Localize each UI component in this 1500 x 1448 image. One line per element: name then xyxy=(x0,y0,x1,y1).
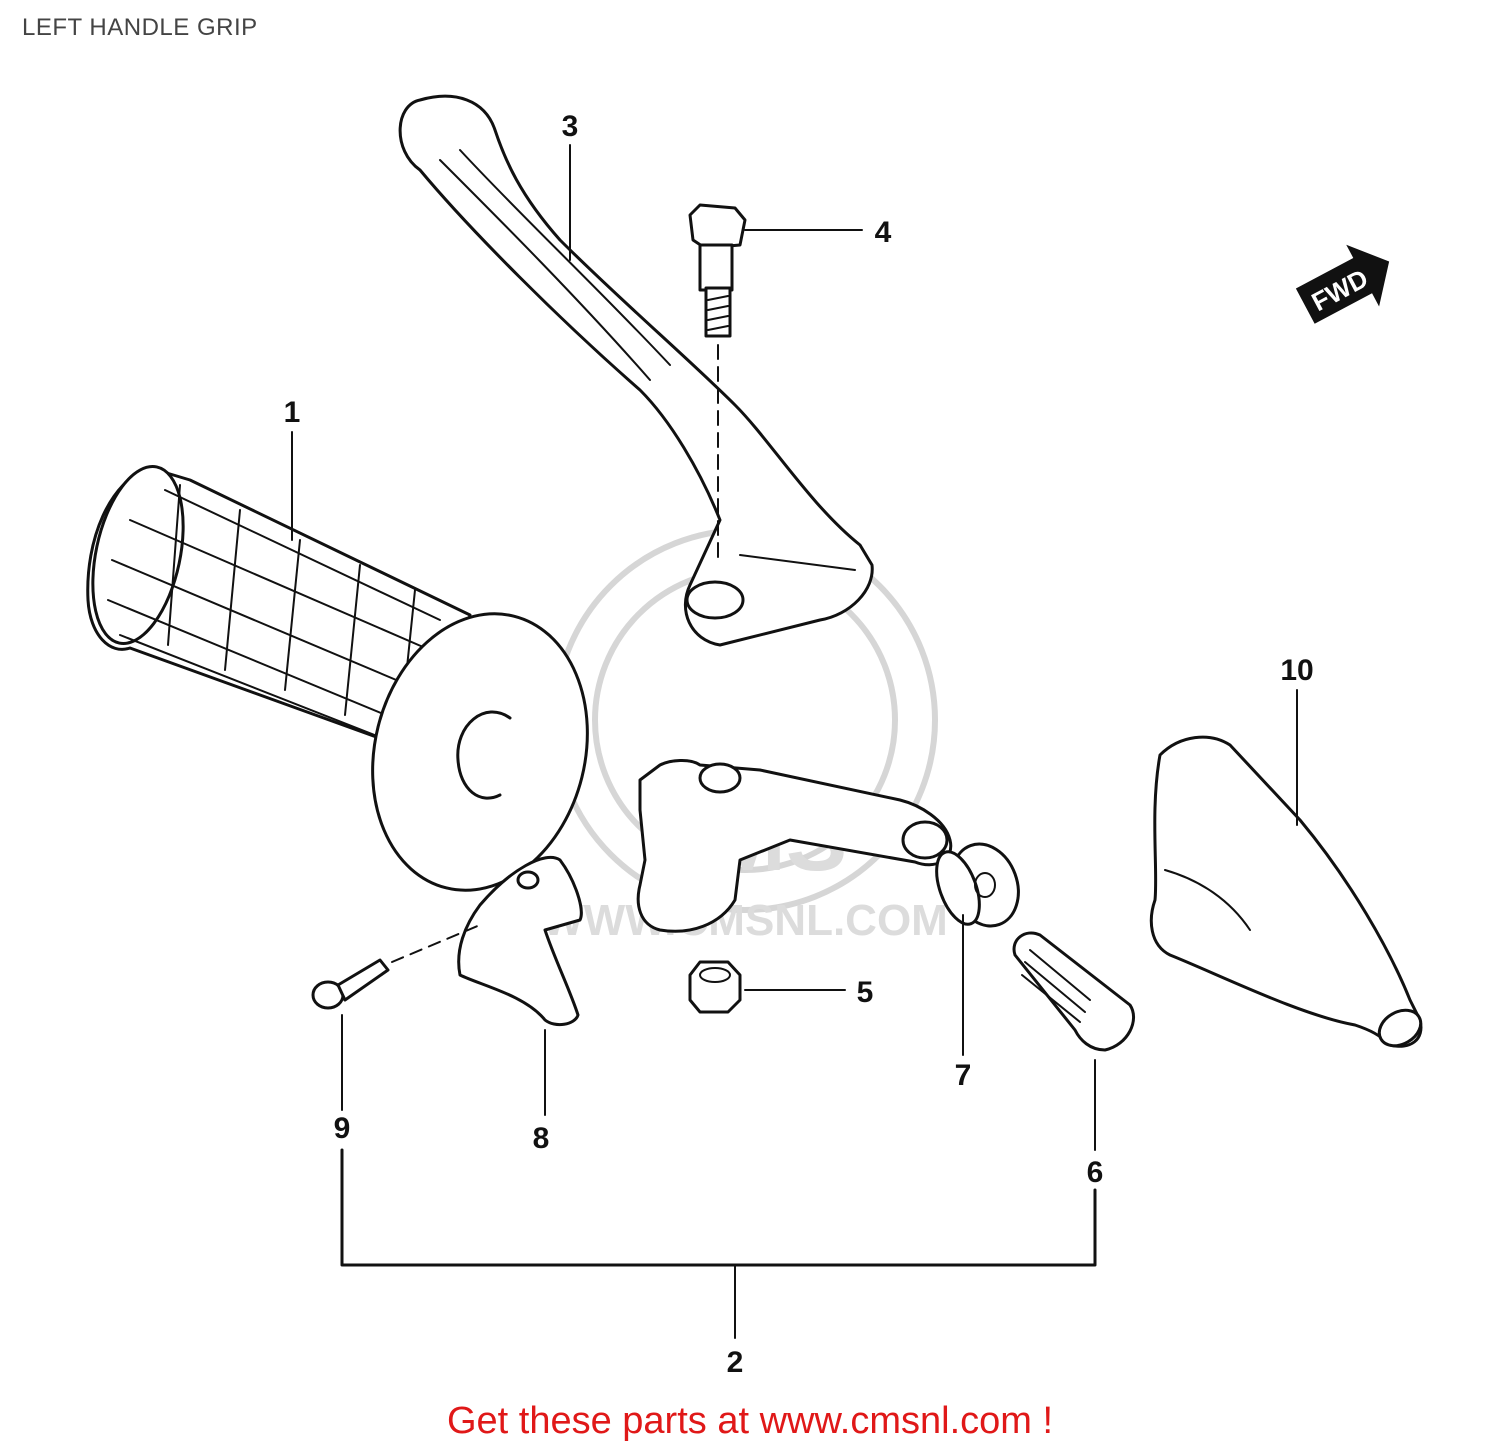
clamp-part xyxy=(457,855,583,1027)
callout-1: 1 xyxy=(284,396,301,429)
callout-8: 8 xyxy=(533,1122,550,1155)
callout-5: 5 xyxy=(857,976,874,1009)
locknut-part xyxy=(935,842,1020,928)
lever-holder-part xyxy=(636,759,953,933)
callout-7: 7 xyxy=(955,1059,972,1092)
callout-3: 3 xyxy=(562,110,579,143)
nut-part xyxy=(688,960,742,1014)
clutch-lever-part xyxy=(398,94,874,647)
callout-2: 2 xyxy=(727,1346,744,1379)
adjuster-part xyxy=(1012,931,1136,1052)
callout-9: 9 xyxy=(334,1112,351,1145)
page-title: LEFT HANDLE GRIP xyxy=(22,14,258,41)
callout-10: 10 xyxy=(1280,654,1313,687)
footer-link[interactable]: Get these parts at www.cmsnl.com ! xyxy=(446,1400,1054,1442)
screw-part xyxy=(311,924,481,1010)
callout-6: 6 xyxy=(1087,1156,1104,1189)
watermark-url: WWW.CMSNL.COM xyxy=(542,896,948,945)
lever-cover-part xyxy=(1149,735,1423,1048)
leader-lines xyxy=(291,144,1298,1339)
bolt-part xyxy=(688,203,747,561)
callout-4: 4 xyxy=(875,216,892,249)
grip-part xyxy=(86,465,589,892)
forward-arrow-icon: FWD xyxy=(1295,244,1390,324)
